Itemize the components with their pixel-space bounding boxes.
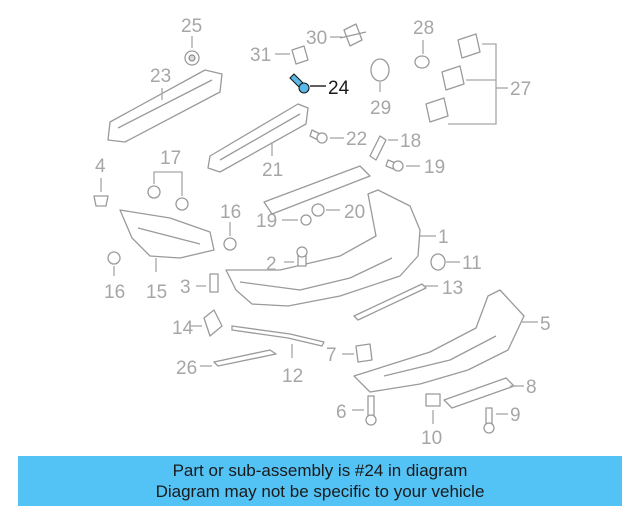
part-18-bracket [369,135,387,161]
callout-2: 2 [266,254,277,275]
callout-9: 9 [510,405,521,426]
callout-8: 8 [526,377,537,398]
callout-10: 10 [421,428,442,449]
caption-line-2: Diagram may not be specific to your vehi… [155,482,485,501]
callout-19-right: 19 [424,157,445,178]
part-24-bolt-highlighted [289,73,310,94]
callout-25: 25 [181,16,202,37]
part-1-bumper-cover [225,189,421,307]
part-31-clip [291,45,309,65]
part-26-strip [213,349,277,367]
part-14-clip [203,309,223,337]
part-27-sensors [425,33,481,123]
callout-4: 4 [95,156,106,177]
callout-29: 29 [370,98,391,119]
callout-1: 1 [438,227,449,248]
part-16-bolt-left [107,251,121,265]
part-12-strip [231,325,325,347]
part-11-cap [430,253,446,271]
part-3-bolt [209,273,219,293]
callout-22: 22 [346,129,367,150]
part-5-diffuser [353,289,525,393]
part-15-side-bracket [119,209,215,259]
callout-18: 18 [400,131,421,152]
callout-27: 27 [510,79,531,100]
callout-30: 30 [306,28,327,49]
part-16-bolt-right [223,237,237,251]
callout-23: 23 [150,66,171,87]
part-30-clip [339,23,367,47]
part-19-bolt-left [300,214,312,226]
part-2-bolt [296,246,308,267]
callout-16-right: 16 [220,202,241,223]
callout-3: 3 [180,277,191,298]
callout-5: 5 [540,314,551,335]
callout-12: 12 [282,366,303,387]
caption-banner: Part or sub-assembly is #24 in diagram D… [18,456,622,506]
part-22-bolt [309,129,328,144]
callout-13: 13 [442,278,463,299]
part-7-clip [355,343,373,363]
callout-20: 20 [344,202,365,223]
part-bumper-bracket-strip [263,165,371,215]
part-13-moulding [353,283,427,321]
part-17-grommets [147,185,189,211]
callout-14: 14 [172,318,194,339]
part-8-under-cover [443,377,515,409]
part-21-absorber [207,103,309,173]
callout-24: 24 [328,78,350,99]
callout-17: 17 [160,148,181,169]
part-23-reinforcement-beam [107,69,223,143]
callout-15: 15 [146,282,167,303]
callout-26: 26 [176,358,197,379]
callout-6: 6 [336,402,347,423]
callout-21: 21 [262,160,283,181]
callout-28: 28 [413,18,434,39]
part-10-clip [425,393,441,407]
part-9-bolt [483,407,495,434]
callout-19-left: 19 [256,211,277,232]
part-19-bolt-right [385,159,404,172]
part-4-clip [93,195,109,207]
callout-31: 31 [250,45,271,66]
part-28-grommet [414,55,430,69]
callout-11: 11 [462,253,482,274]
callout-7: 7 [326,345,337,366]
part-20-nut [311,203,325,217]
part-6-bolt [365,395,377,426]
part-29-pad [370,58,390,82]
part-25-grommet [184,50,200,66]
caption-line-1: Part or sub-assembly is #24 in diagram [172,461,468,480]
callout-16-left: 16 [104,282,125,303]
